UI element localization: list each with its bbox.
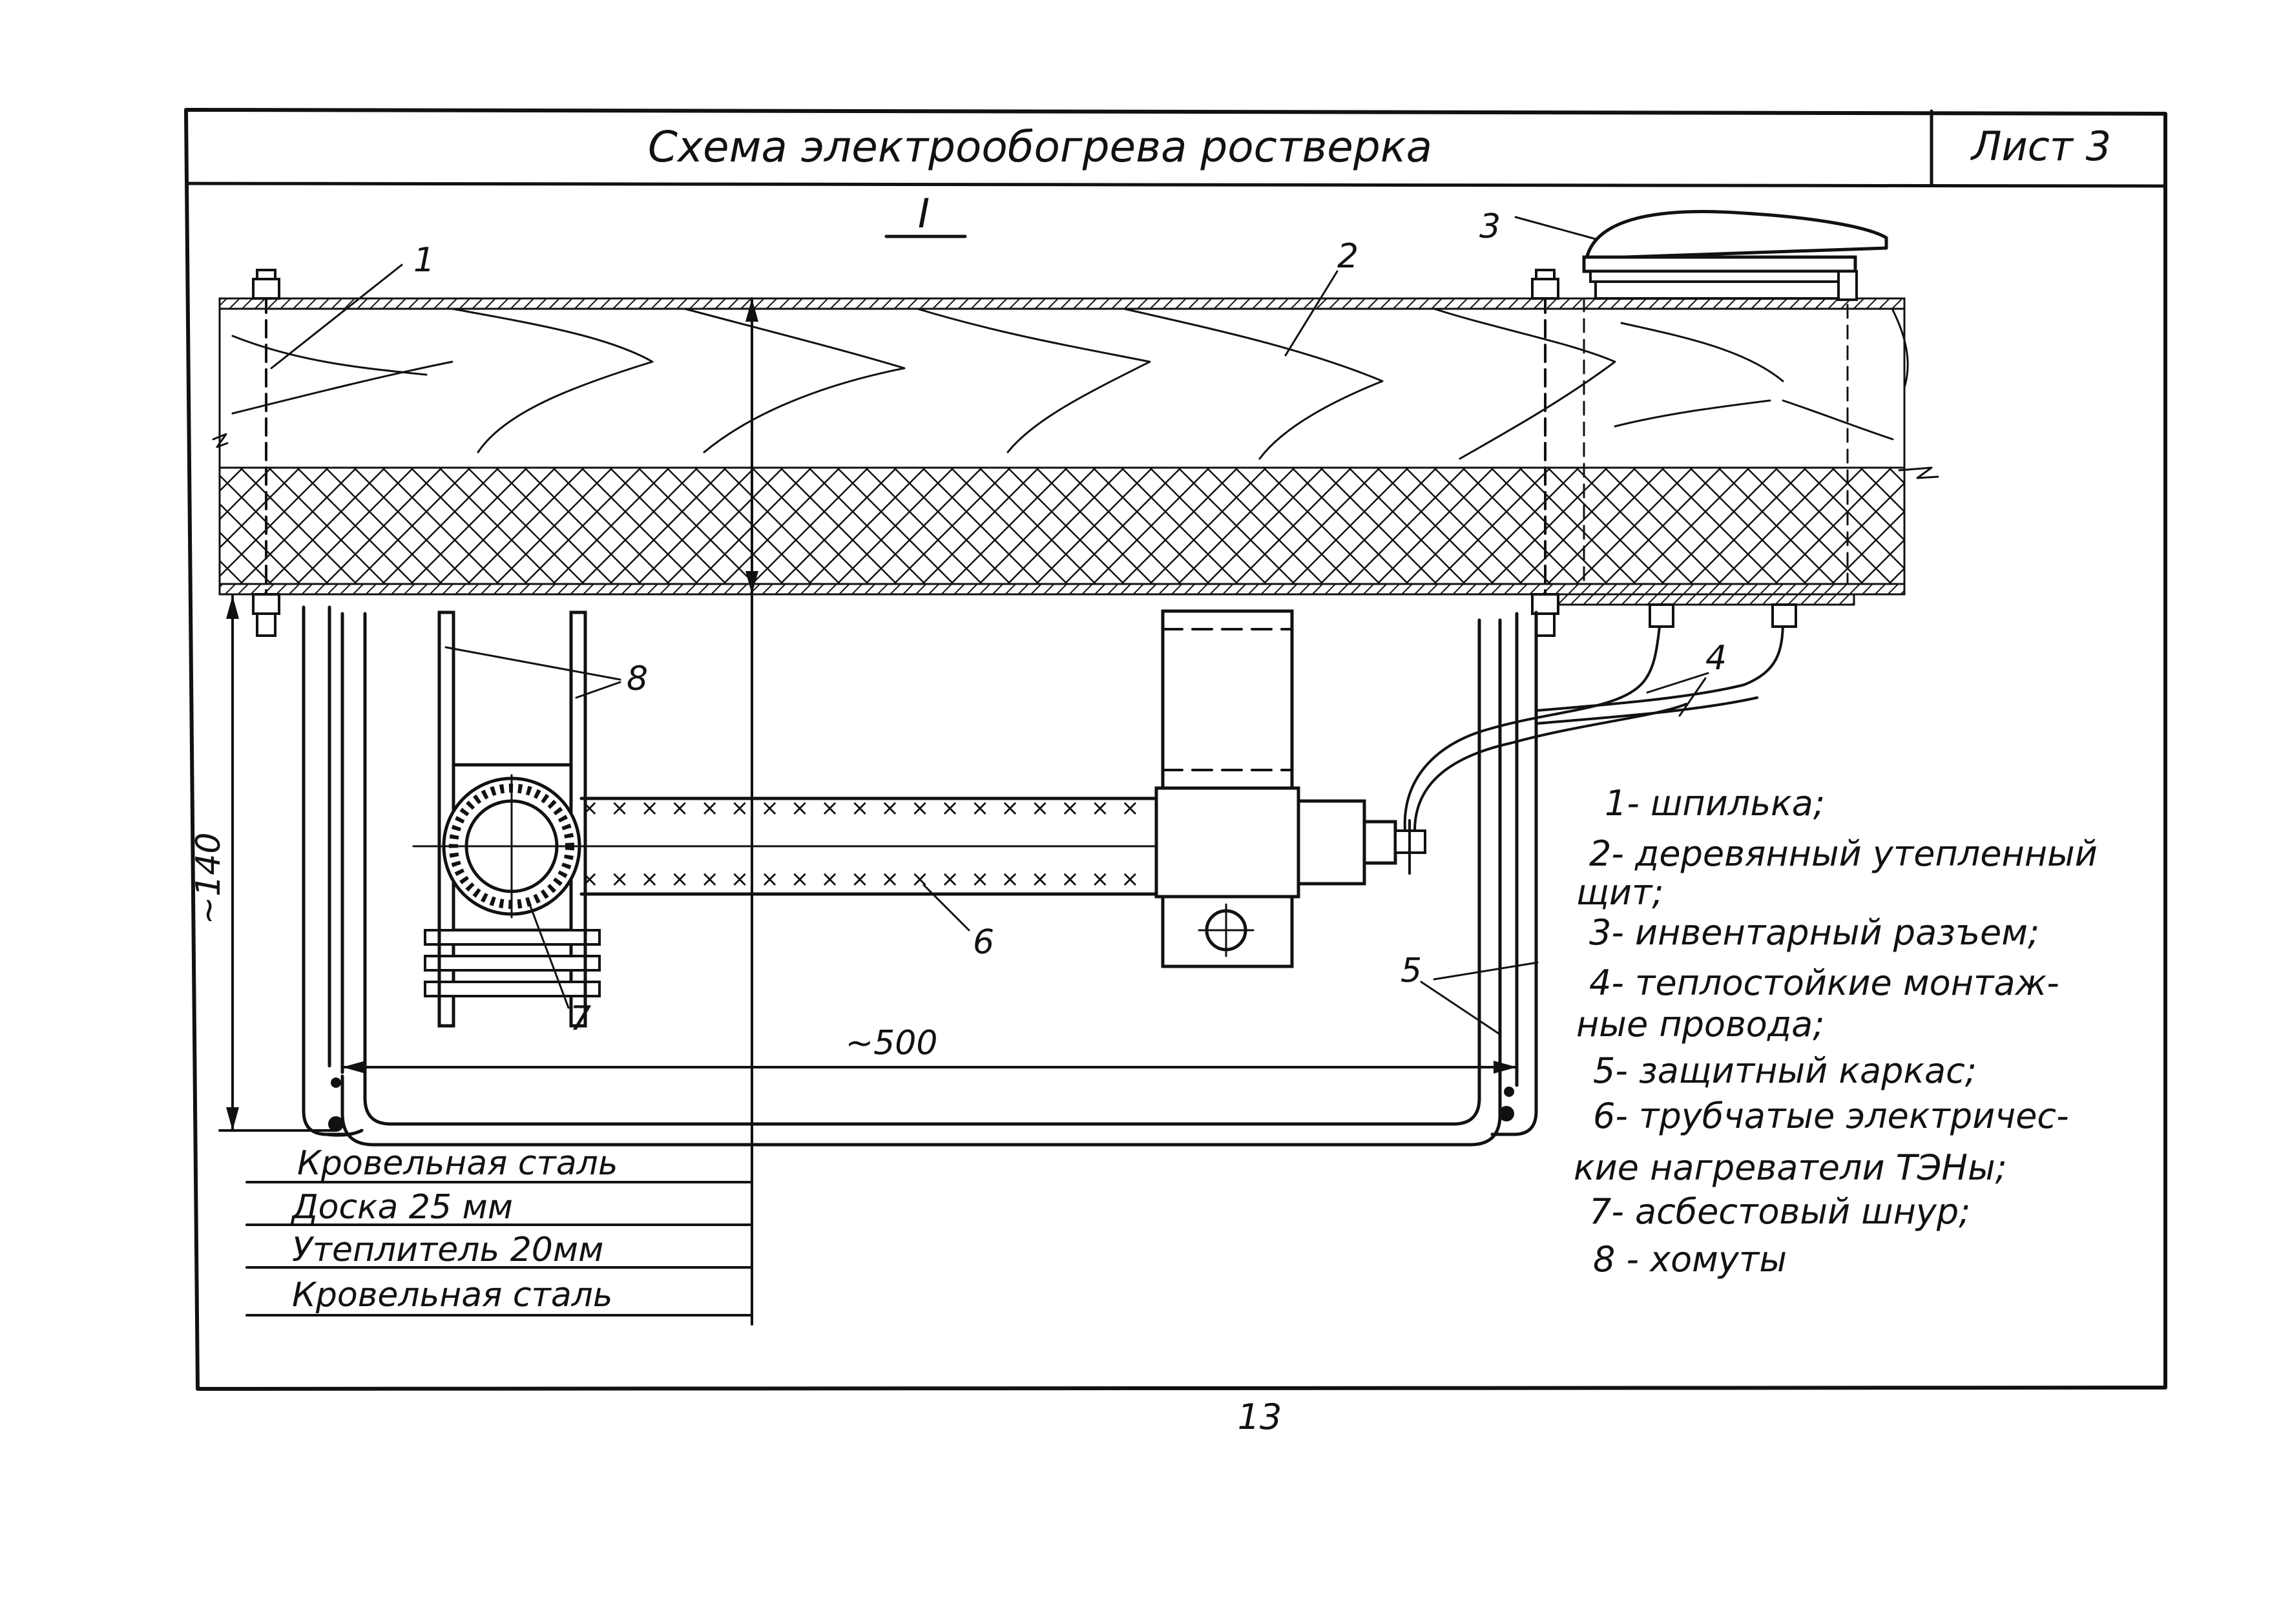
layer-3: Утеплитель 20мм (292, 1231, 603, 1269)
legend-line-3: щит; (1576, 872, 1664, 913)
legend-line-4: 3- инвентарный разъем; (1589, 912, 2039, 953)
layer-4: Кровельная сталь (292, 1276, 613, 1315)
layer-table-lines (245, 1181, 753, 1317)
callout-1: 1 (413, 241, 435, 280)
legend-line-8: 6- трубчатые электричес- (1593, 1096, 2069, 1136)
callout-8: 8 (627, 660, 648, 698)
stud-left (252, 269, 280, 637)
width-dimension-line (341, 1061, 1518, 1074)
top-roofing-steel (218, 297, 1906, 310)
legend-line-1: 1- шпилька; (1605, 783, 1825, 824)
layer-leader-line (745, 297, 758, 1326)
view-label: I (918, 190, 930, 237)
callout-4: 4 (1705, 639, 1727, 678)
heat-resistant-wires (1403, 603, 1797, 832)
width-dimension-label: ~500 (846, 1024, 938, 1063)
inventory-connector (1582, 210, 1888, 301)
legend-line-5: 4- теплостойкие монтаж- (1589, 963, 2059, 1003)
callout-leaders (270, 216, 1709, 1035)
connector-plate (1549, 593, 1855, 606)
tubular-heater: ××××××××××××××××××× ××××××××××××××××××× (579, 609, 1426, 968)
legend-line-10: 7- асбестовый шнур; (1589, 1191, 1970, 1232)
wooden-insulated-panel (212, 297, 1939, 606)
legend: 1- шпилька; 2- деревянный утепленный щит… (1574, 783, 2098, 1280)
insulation-layer (218, 466, 1906, 585)
clamps (424, 610, 601, 1028)
callout-3: 3 (1479, 207, 1501, 246)
callout-2: 2 (1337, 237, 1359, 276)
asbestos-cord-ring (412, 774, 1177, 919)
svg-text:×××××××××××××××××××: ××××××××××××××××××× (580, 795, 1151, 821)
wood-grain (231, 307, 1909, 460)
sheet-title: Схема электрообогрева ростверка (648, 122, 1432, 172)
sheet-number: Лист 3 (1970, 123, 2111, 170)
callout-5: 5 (1401, 952, 1422, 990)
layer-2: Доска 25 мм (291, 1188, 513, 1227)
legend-line-9: кие нагреватели ТЭНы; (1574, 1147, 2007, 1188)
page-number: 13 (1238, 1397, 1282, 1437)
legend-line-6: ные провода; (1576, 1004, 1824, 1045)
legend-line-7: 5- защитный каркас; (1593, 1050, 1977, 1091)
height-dimension-line (218, 594, 337, 1132)
legend-line-11: 8 - хомуты (1593, 1239, 1787, 1280)
stud-right (1531, 269, 1849, 637)
callout-7: 7 (570, 999, 591, 1038)
drawing-frame (184, 108, 2167, 1391)
bottom-roofing-steel (218, 583, 1906, 596)
legend-line-2: 2- деревянный утепленный (1589, 833, 2098, 874)
protective-frame (302, 605, 1538, 1147)
layer-1: Кровельная сталь (297, 1144, 618, 1183)
svg-text:×××××××××××××××××××: ××××××××××××××××××× (580, 866, 1151, 892)
callout-6: 6 (973, 923, 994, 962)
height-dimension-label: ~140 (189, 833, 228, 925)
board-layer (218, 307, 1906, 469)
